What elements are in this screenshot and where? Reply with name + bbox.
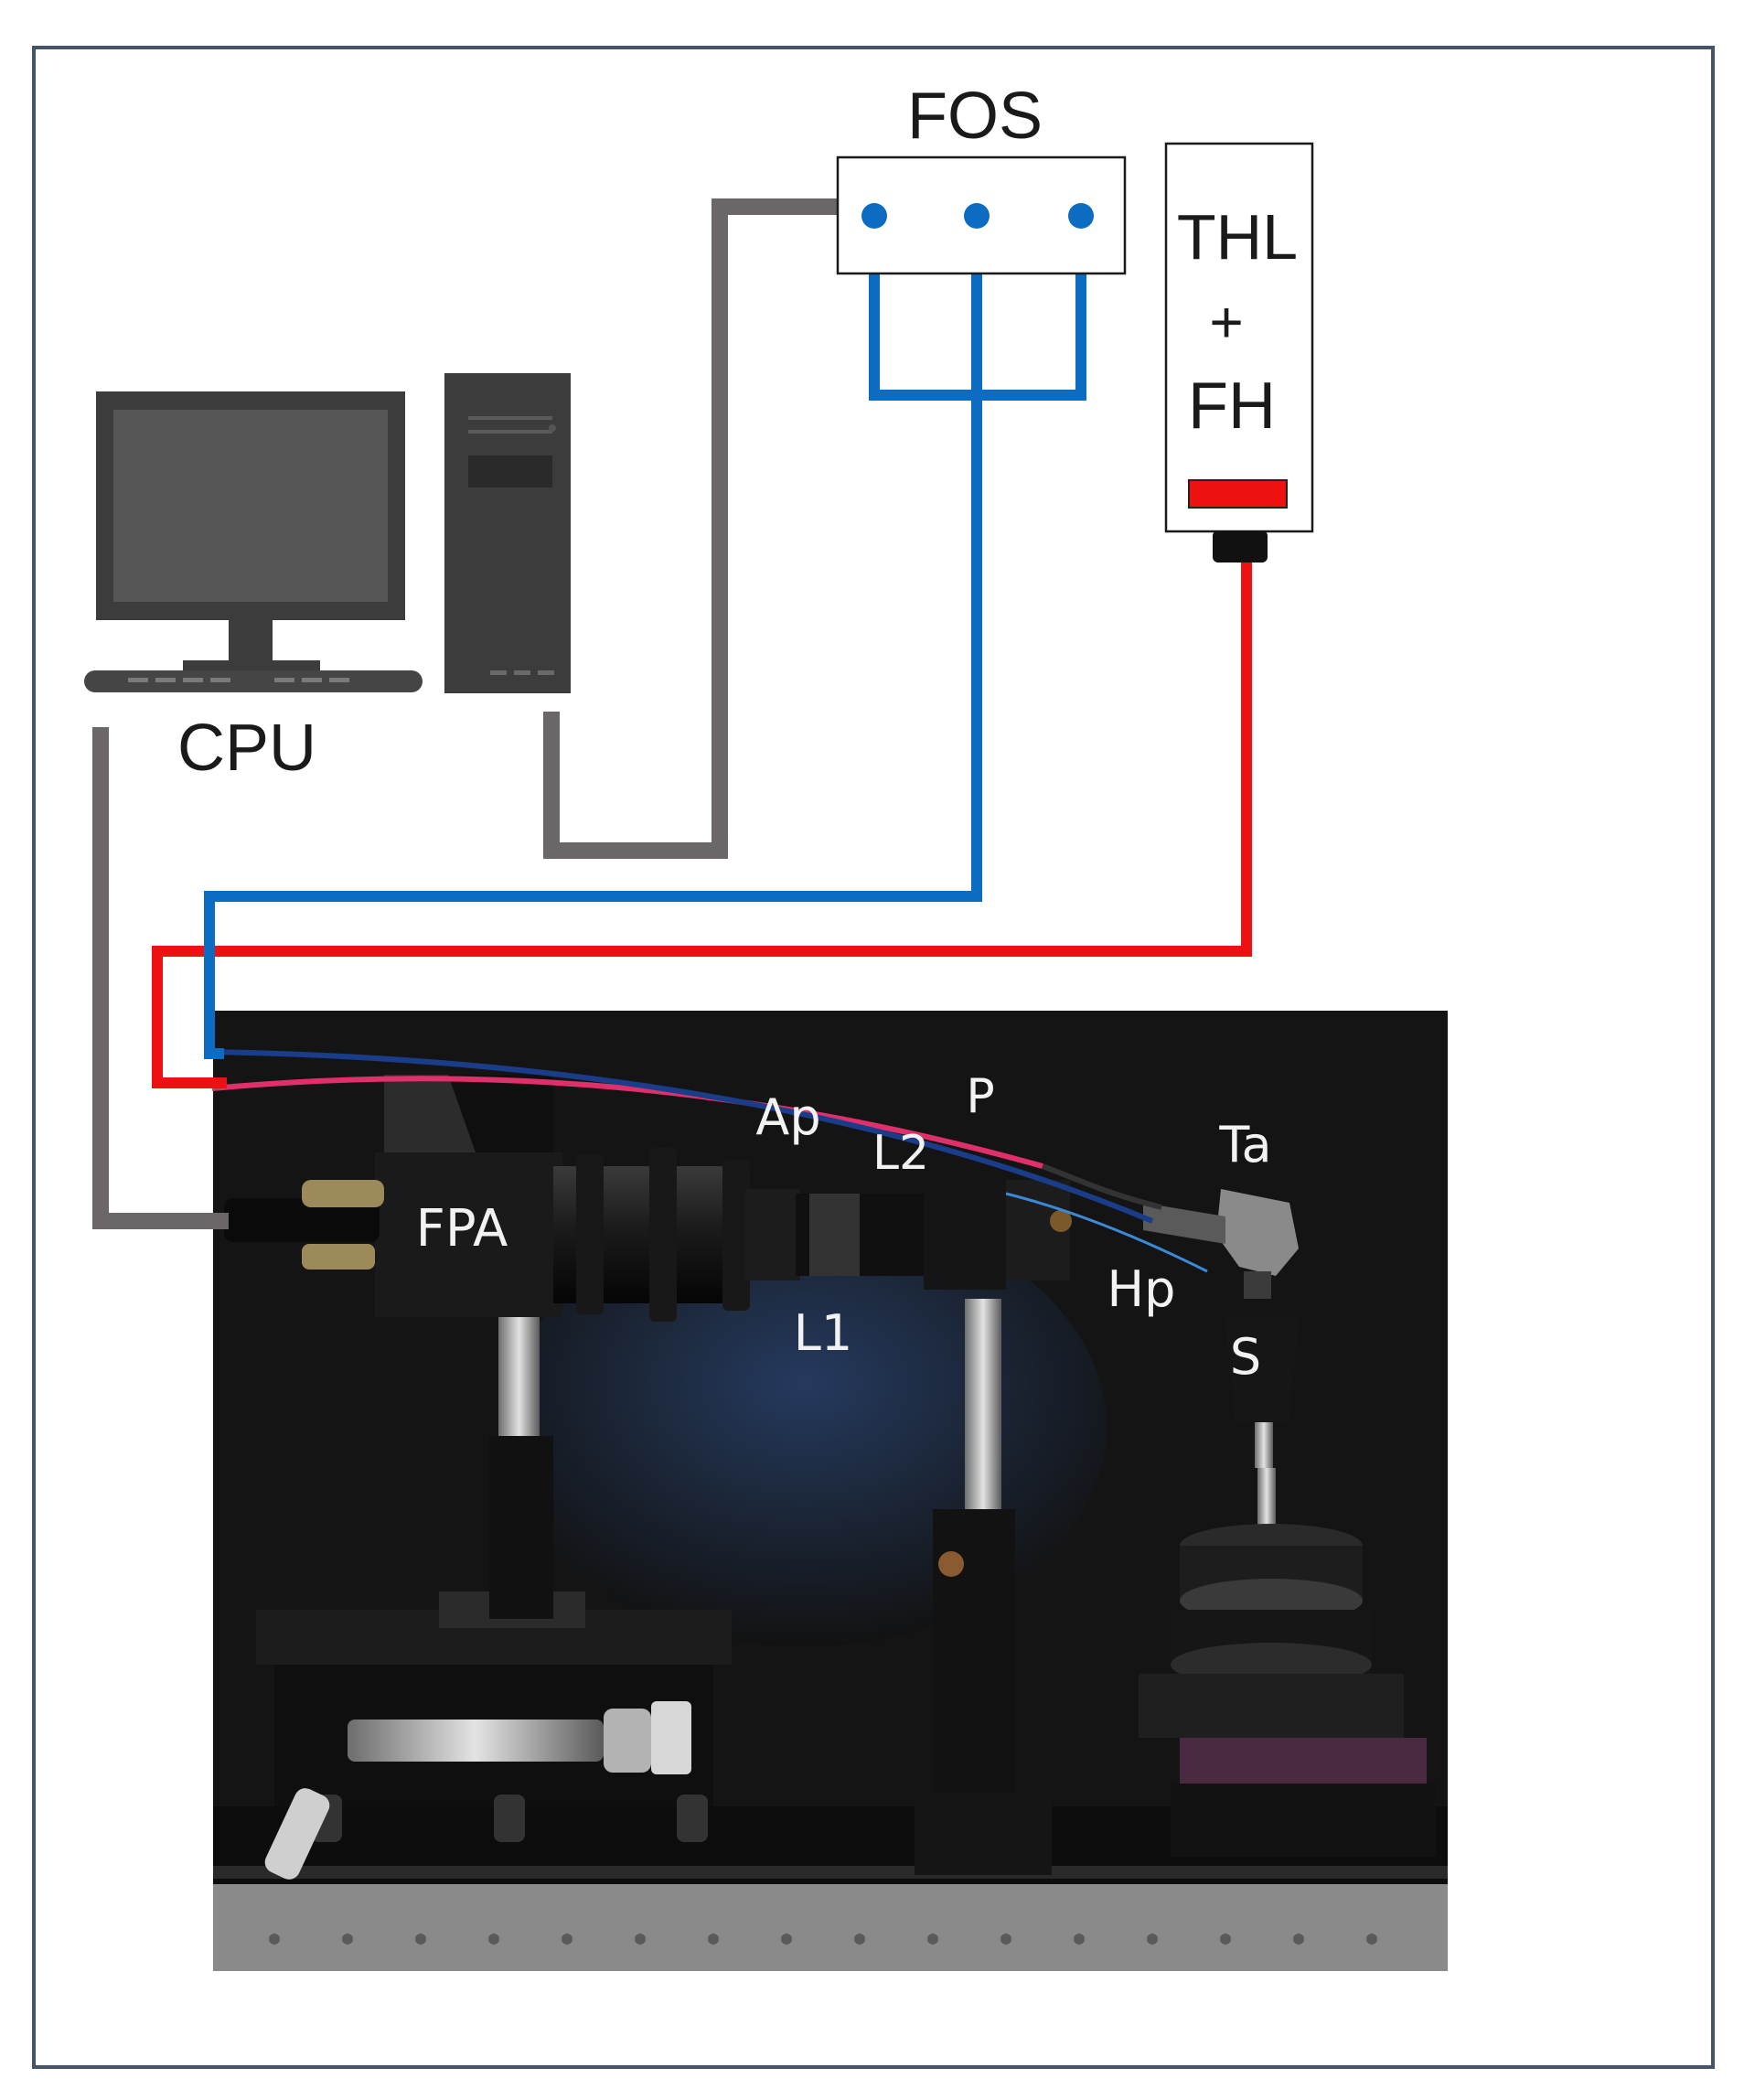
optical-table: [213, 1875, 1448, 1971]
sample-holder: [1225, 1317, 1299, 1422]
table-holes: [269, 1934, 1377, 1945]
ta-label: Ta: [1218, 1116, 1271, 1173]
fh-label: FH: [1188, 370, 1276, 443]
computer-monitor-icon: [84, 391, 423, 692]
setup-photo: [211, 1011, 1448, 1971]
thl-fh-box: [1164, 142, 1314, 533]
ap-label: Ap: [755, 1088, 820, 1146]
fpa-label: FPA: [416, 1199, 508, 1259]
heater-indicator: [1188, 479, 1288, 509]
middle-post: [965, 1299, 1001, 1518]
micrometer-barrel: [348, 1720, 604, 1762]
photo-fiber-cable: [211, 1049, 1154, 1224]
data-cable-tower-to-fos: [543, 198, 838, 859]
fiber-connector-icon: [964, 203, 990, 229]
l1-label: L1: [794, 1304, 852, 1362]
hp-label: Hp: [1107, 1260, 1176, 1318]
heating-cable: [152, 558, 1252, 1088]
fpa-post-holder: [489, 1436, 553, 1619]
lens-assembly: [553, 1148, 1072, 1322]
fiber-connector-icon: [1068, 203, 1094, 229]
s-label: S: [1230, 1328, 1261, 1386]
micrometer-knob: [604, 1709, 651, 1773]
l2-label: L2: [872, 1126, 929, 1181]
thl-connector: [1213, 530, 1268, 562]
p-label: P: [966, 1069, 994, 1124]
fpa-post: [498, 1317, 540, 1445]
plus-label: +: [1209, 289, 1243, 355]
fos-label: FOS: [907, 80, 1043, 153]
photo-heating-cable: [211, 1076, 1043, 1169]
sample-stage: [1139, 1468, 1436, 1857]
fiber-connector-icon: [861, 203, 887, 229]
computer-tower-icon: [444, 373, 571, 693]
tip-assembly: [1216, 1189, 1299, 1276]
thl-label: THL: [1177, 201, 1298, 273]
data-cable-computer-to-fpa: [92, 727, 229, 1229]
cpu-label: CPU: [177, 712, 316, 785]
fpa-camera: [224, 1075, 562, 1317]
